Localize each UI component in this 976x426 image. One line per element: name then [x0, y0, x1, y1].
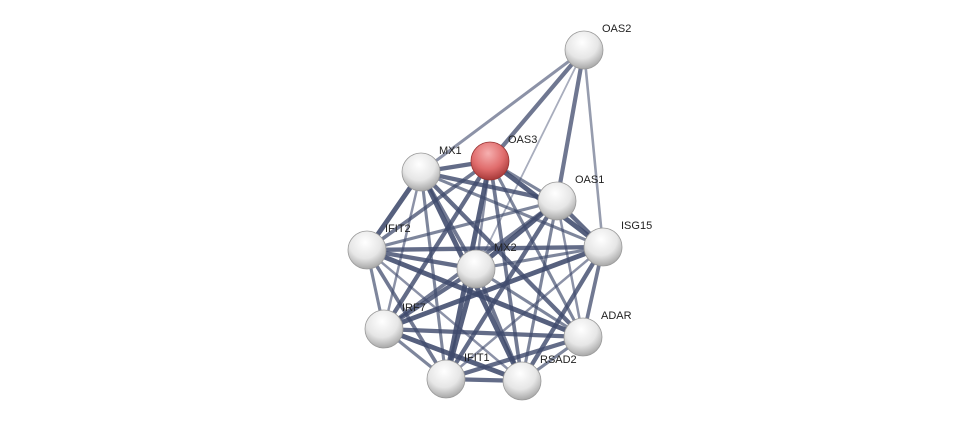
- node-oas2[interactable]: OAS2: [564, 23, 631, 70]
- node-label: RSAD2: [540, 354, 577, 366]
- edge-mx1-isg15[interactable]: [419, 170, 605, 249]
- edge-oas3-irf7[interactable]: [381, 158, 493, 332]
- node-ball[interactable]: [564, 30, 604, 70]
- node-ball[interactable]: [583, 227, 623, 267]
- edge-oas2-mx2[interactable]: [475, 49, 585, 270]
- edge-oas3-rsad2[interactable]: [488, 159, 524, 383]
- node-label: OAS1: [575, 174, 604, 186]
- edge-isg15-rsad2[interactable]: [519, 244, 606, 384]
- node-label: IFIT2: [385, 223, 411, 235]
- edge-mx1-adar[interactable]: [418, 169, 586, 340]
- node-rsad2[interactable]: RSAD2: [502, 354, 577, 401]
- node-ball[interactable]: [456, 249, 496, 289]
- node-mx1[interactable]: MX1: [401, 145, 462, 192]
- node-label: MX2: [494, 242, 517, 254]
- node-label: ISG15: [621, 220, 652, 232]
- node-ball[interactable]: [347, 230, 387, 270]
- edge-oas2-oas3[interactable]: [487, 47, 587, 164]
- node-isg15[interactable]: ISG15: [583, 220, 652, 267]
- edge-isg15-ifit2[interactable]: [364, 244, 606, 253]
- node-ball[interactable]: [470, 141, 510, 181]
- node-label: IRF7: [402, 302, 426, 314]
- edge-oas1-adar[interactable]: [555, 199, 585, 339]
- node-ball[interactable]: [563, 317, 603, 357]
- edge-adar-ifit1[interactable]: [443, 334, 586, 382]
- node-ball[interactable]: [502, 361, 542, 401]
- edge-ifit2-adar[interactable]: [364, 247, 586, 340]
- edge-ifit2-rsad2[interactable]: [365, 248, 524, 383]
- node-ifit1[interactable]: IFIT1: [426, 352, 490, 399]
- node-mx2[interactable]: MX2: [456, 242, 517, 289]
- node-ifit2[interactable]: IFIT2: [347, 223, 411, 270]
- edge-oas1-ifit2[interactable]: [365, 199, 559, 252]
- node-label: ADAR: [601, 310, 632, 322]
- node-ball[interactable]: [401, 152, 441, 192]
- edge-mx2-adar[interactable]: [474, 267, 585, 339]
- node-ball[interactable]: [426, 359, 466, 399]
- edge-isg15-irf7[interactable]: [381, 244, 606, 332]
- edge-mx1-oas1[interactable]: [418, 169, 560, 204]
- edge-isg15-mx2[interactable]: [474, 245, 605, 271]
- edge-oas3-ifit2[interactable]: [365, 159, 492, 252]
- node-ball[interactable]: [537, 181, 577, 221]
- edge-mx2-rsad2[interactable]: [474, 267, 524, 383]
- edge-oas1-rsad2[interactable]: [520, 199, 559, 383]
- node-ball[interactable]: [364, 309, 404, 349]
- edge-irf7-adar[interactable]: [381, 326, 586, 340]
- edge-irf7-rsad2[interactable]: [381, 326, 525, 384]
- edge-oas2-isg15[interactable]: [582, 48, 605, 249]
- edge-oas2-oas1[interactable]: [554, 47, 587, 204]
- edge-oas1-ifit1[interactable]: [443, 198, 560, 382]
- node-oas3[interactable]: OAS3: [470, 134, 537, 181]
- edge-oas2-mx1[interactable]: [419, 48, 586, 174]
- node-adar[interactable]: ADAR: [563, 310, 632, 357]
- node-label: MX1: [439, 145, 462, 157]
- node-label: OAS3: [508, 134, 537, 146]
- node-label: OAS2: [602, 23, 631, 35]
- node-irf7[interactable]: IRF7: [364, 302, 426, 349]
- node-oas1[interactable]: OAS1: [537, 174, 604, 221]
- node-label: IFIT1: [464, 352, 490, 364]
